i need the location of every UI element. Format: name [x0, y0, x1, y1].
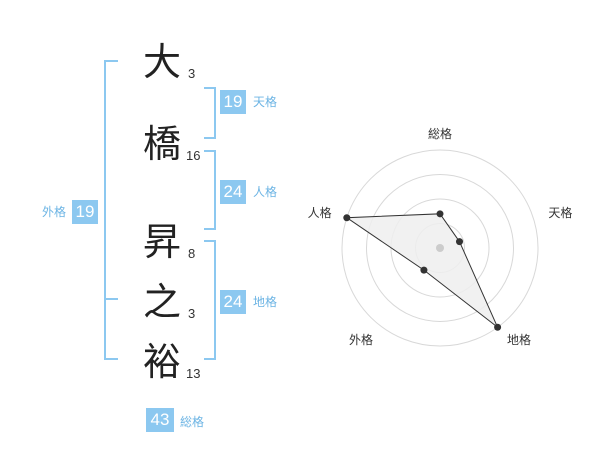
- gaikaku-bracket: [104, 60, 118, 360]
- radar-series-area: [345, 213, 499, 328]
- gaikaku-divider: [104, 298, 118, 300]
- stroke-count-3: 8: [188, 246, 196, 261]
- tenkaku-value-box: 19: [220, 90, 246, 114]
- stroke-count-4: 3: [188, 306, 196, 321]
- radar-center-dot: [436, 244, 444, 252]
- jinkaku-value-box: 24: [220, 180, 246, 204]
- radar-grid-ring: [366, 174, 514, 322]
- name-char-2: 橋: [142, 122, 181, 166]
- stroke-count-2: 16: [186, 148, 201, 163]
- jinkaku-label: 人格: [253, 185, 278, 199]
- tenkaku-label: 天格: [253, 95, 278, 109]
- gaikaku-label: 外格: [42, 205, 67, 219]
- chikaku-value-box: 24: [220, 290, 246, 314]
- name-char-3: 昇: [142, 220, 181, 264]
- chikaku-bracket: [204, 240, 216, 360]
- radar-axis-label: 人格: [308, 205, 332, 220]
- stroke-count-1: 3: [188, 66, 196, 81]
- radar-axis-label: 地格: [507, 332, 531, 347]
- radar-point-4: [420, 266, 428, 274]
- soukaku-label: 総格: [180, 415, 205, 429]
- chikaku-label: 地格: [253, 295, 278, 309]
- name-char-5: 裕: [142, 340, 181, 384]
- radar-axis-label: 総格: [428, 126, 452, 141]
- gaikaku-value-box: 19: [72, 200, 98, 224]
- tenkaku-bracket: [204, 87, 216, 139]
- name-char-4: 之: [142, 280, 181, 324]
- radar-point-3: [494, 323, 502, 331]
- radar-point-1: [436, 210, 444, 218]
- radar-grid-ring: [341, 149, 539, 347]
- name-char-1: 大: [142, 40, 181, 84]
- radar-axis-label: 天格: [548, 205, 572, 220]
- radar-point-5: [343, 214, 351, 222]
- soukaku-value-box: 43: [146, 408, 174, 432]
- jinkaku-bracket: [204, 150, 216, 230]
- radar-point-2: [456, 238, 464, 246]
- stroke-count-5: 13: [186, 366, 201, 381]
- radar-axis-label: 外格: [349, 332, 373, 347]
